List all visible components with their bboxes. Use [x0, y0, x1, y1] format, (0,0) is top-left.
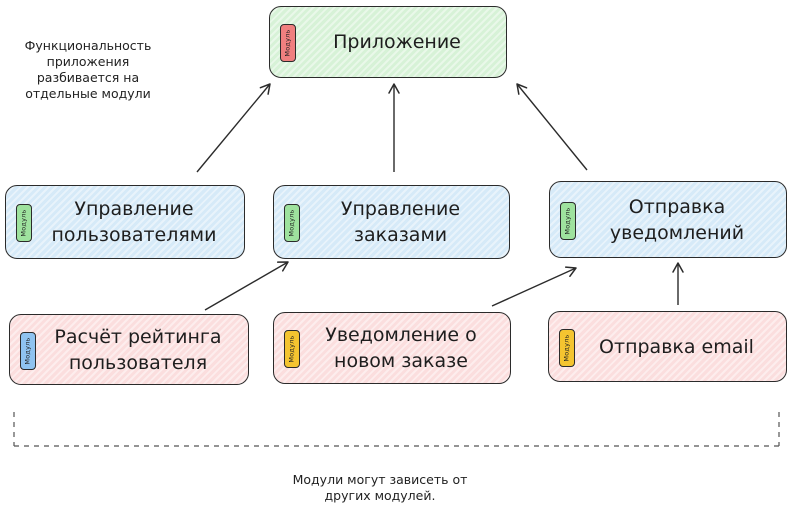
arrow-notifications-to-app [516, 83, 588, 171]
module-badge: Модуль [20, 331, 36, 370]
module-title: Управление заказами [340, 198, 461, 246]
note-modularity: Функциональность приложения разбивается … [24, 38, 152, 101]
module-badge: Модуль [16, 204, 32, 242]
module-title: Отправка уведомлений [609, 195, 745, 244]
module-email: Модуль Отправка email [548, 311, 787, 382]
module-badge: Модуль [284, 204, 300, 242]
module-title: Управление пользователями [51, 198, 217, 246]
arrow-order-notify-to-notifications [491, 266, 577, 307]
module-badge: Модуль [560, 201, 576, 240]
module-notifications: Модуль Отправка уведомлений [549, 181, 787, 258]
module-badge: Модуль [559, 328, 575, 367]
module-title: Уведомление о новом заказе [325, 324, 477, 372]
arrow-rating-to-orders [204, 261, 289, 311]
note-dependencies: Модули могут зависеть от других модулей. [292, 472, 468, 503]
module-app: Модуль Приложение [269, 6, 507, 78]
module-title: Отправка email [599, 335, 754, 358]
module-title: Расчёт рейтинга пользователя [54, 325, 222, 374]
module-title: Приложение [333, 31, 461, 53]
module-badge: Модуль [284, 330, 300, 368]
module-order-notify: Модуль Уведомление о новом заказе [273, 312, 511, 384]
module-rating: Модуль Расчёт рейтинга пользователя [9, 314, 249, 385]
module-badge: Модуль [280, 24, 296, 62]
arrow-users-to-app [196, 83, 271, 173]
module-users: Модуль Управление пользователями [5, 185, 245, 259]
module-orders: Модуль Управление заказами [273, 185, 510, 259]
